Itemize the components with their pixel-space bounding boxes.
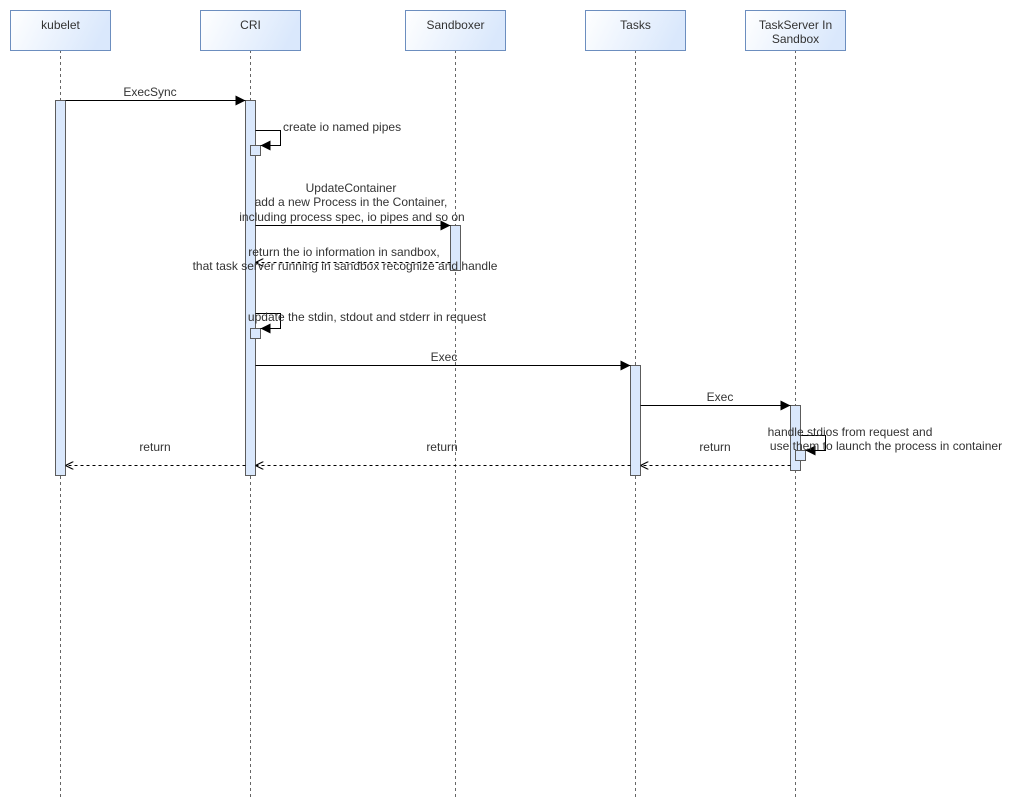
message-return-io-info: return the io information in sandbox, th… [193, 245, 498, 273]
message-create-pipes: create io named pipes [255, 120, 401, 151]
activation-cri-create-pipes [250, 145, 261, 156]
lifelines [60, 50, 796, 797]
message-handle-stdios-label-line2: use them to launch the process in contai… [770, 439, 1002, 453]
message-create-pipes-label: create io named pipes [283, 120, 401, 134]
message-return-io-info-label-line2: that task server running in sandbox reco… [193, 259, 498, 273]
actor-sandboxer-label: Sandboxer [426, 18, 484, 32]
message-return-tasks-label: return [426, 440, 457, 454]
actor-taskserver-label-line1: TaskServer In [759, 18, 832, 32]
activation-taskserver [790, 405, 801, 471]
message-return-taskserver: return [640, 440, 791, 466]
actor-tasks[interactable]: Tasks [585, 10, 686, 51]
message-return-cri-label: return [139, 440, 170, 454]
actor-taskserver[interactable]: TaskServer In Sandbox [745, 10, 846, 51]
message-exec-tasks-label: Exec [431, 350, 458, 364]
actor-kubelet[interactable]: kubelet [10, 10, 111, 51]
actor-cri[interactable]: CRI [200, 10, 301, 51]
message-return-tasks: return [255, 440, 631, 466]
message-return-io-info-label-line1: return the io information in sandbox, [248, 245, 439, 259]
activation-taskserver-handle [795, 450, 806, 461]
message-execsync: ExecSync [65, 85, 246, 106]
activation-sandboxer [450, 225, 461, 271]
actor-tasks-label: Tasks [620, 18, 651, 32]
activations [55, 100, 806, 476]
actor-kubelet-label: kubelet [41, 18, 80, 32]
message-handle-stdios: handle stdios from request and use them … [768, 425, 1002, 456]
message-update-stdio: update the stdin, stdout and stderr in r… [248, 310, 487, 334]
message-update-stdio-label: update the stdin, stdout and stderr in r… [248, 310, 487, 324]
message-exec-tasks: Exec [255, 350, 631, 371]
message-update-container-label-line3: including process spec, io pipes and so … [239, 210, 464, 224]
actor-sandboxer[interactable]: Sandboxer [405, 10, 506, 51]
message-handle-stdios-label-line1: handle stdios from request and [768, 425, 933, 439]
message-return-cri: return [65, 440, 246, 466]
message-update-container: UpdateContainer add a new Process in the… [239, 181, 465, 231]
actor-taskserver-label-line2: Sandbox [772, 32, 819, 46]
activation-cri-update-stdio [250, 328, 261, 339]
actor-cri-label: CRI [240, 18, 261, 32]
message-update-container-label-line2: add a new Process in the Container, [255, 195, 448, 209]
message-exec-taskserver: Exec [640, 390, 791, 411]
message-update-container-label-line1: UpdateContainer [306, 181, 397, 195]
message-exec-taskserver-label: Exec [707, 390, 734, 404]
message-execsync-label: ExecSync [123, 85, 176, 99]
activation-tasks [630, 365, 641, 476]
activation-kubelet [55, 100, 66, 476]
message-return-taskserver-label: return [699, 440, 730, 454]
activation-cri [245, 100, 256, 476]
